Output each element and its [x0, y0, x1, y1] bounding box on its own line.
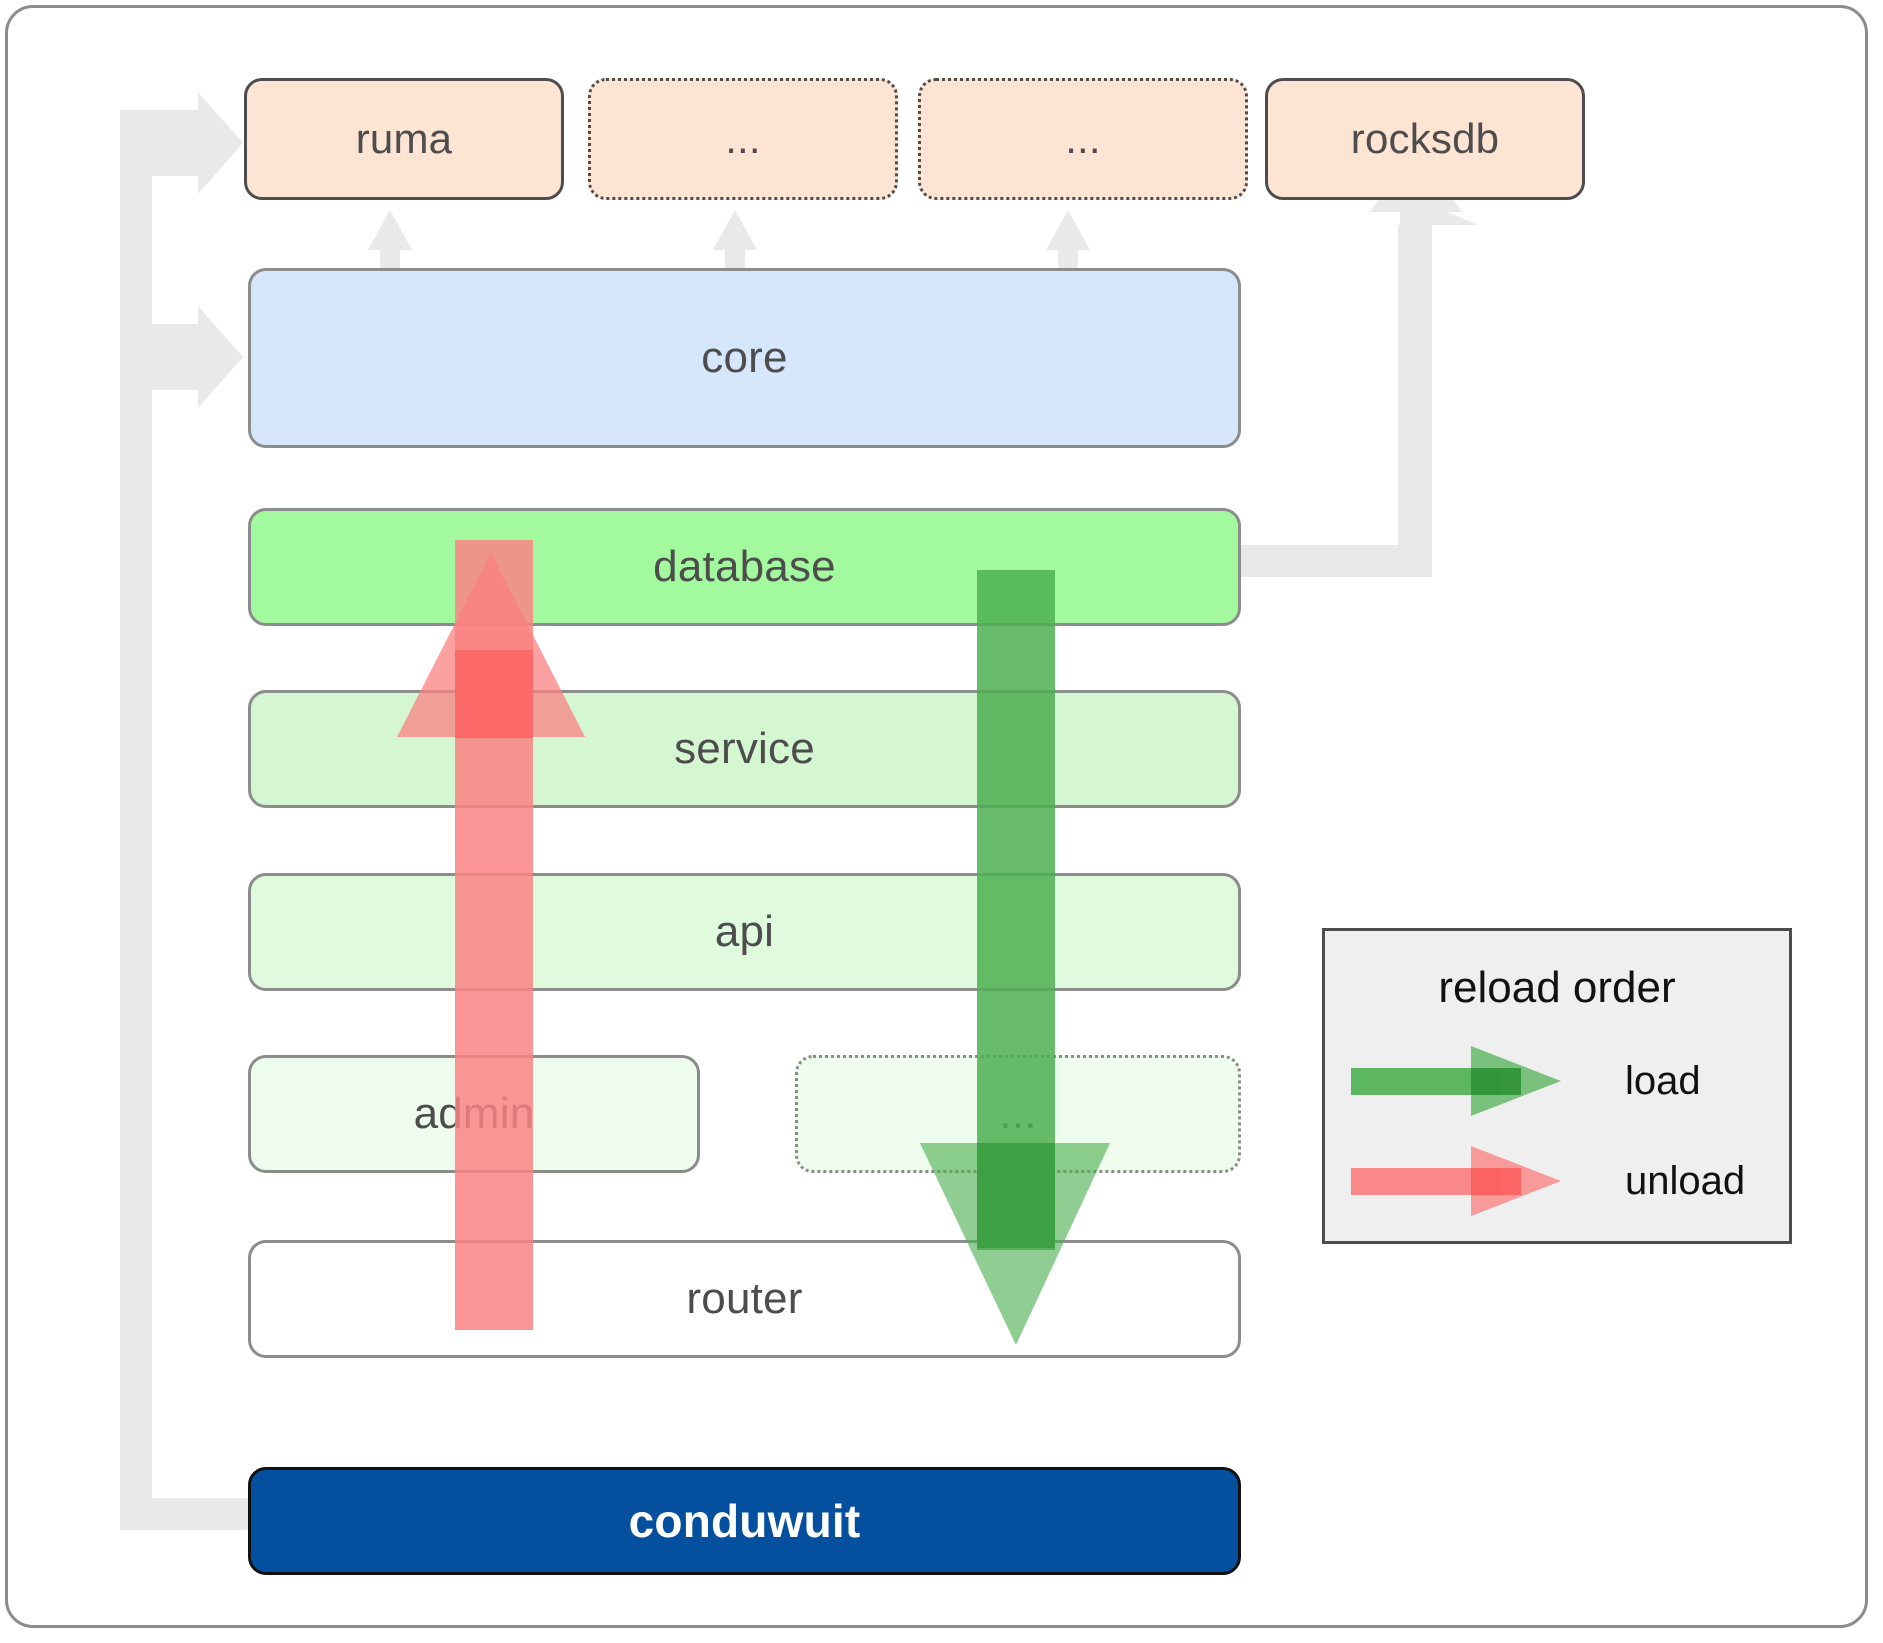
dependency-box-ellipsis-1[interactable]: ... — [588, 78, 898, 200]
legend-title: reload order — [1438, 963, 1676, 1012]
layer-label-api: api — [714, 907, 775, 956]
layer-label-router: router — [686, 1274, 803, 1323]
layer-label-core: core — [701, 333, 788, 382]
legend-load-notch — [1471, 1068, 1521, 1095]
root-box-conduwuit[interactable]: conduwuit — [248, 1467, 1241, 1575]
legend-unload-notch — [1471, 1168, 1521, 1195]
layer-label-service: service — [674, 724, 815, 773]
dependency-box-rocksdb[interactable]: rocksdb — [1265, 78, 1585, 200]
legend-label-load: load — [1625, 1059, 1701, 1103]
legend-unload-arrow-icon — [1351, 1146, 1561, 1216]
dependency-label-ellipsis-1: ... — [725, 115, 761, 162]
layer-label-database: database — [653, 542, 836, 591]
dependency-box-ellipsis-2[interactable]: ... — [918, 78, 1248, 200]
legend-panel: reload order load unload — [1322, 928, 1792, 1244]
dependency-box-ruma[interactable]: ruma — [244, 78, 564, 200]
root-label-conduwuit: conduwuit — [628, 1495, 861, 1547]
dependency-label-ruma: ruma — [355, 115, 453, 162]
layer-box-api[interactable]: api — [248, 873, 1241, 991]
legend-load-arrow-icon — [1351, 1046, 1561, 1116]
dependency-label-ellipsis-2: ... — [1065, 115, 1101, 162]
layer-box-core[interactable]: core — [248, 268, 1241, 448]
legend-label-unload: unload — [1625, 1159, 1746, 1203]
